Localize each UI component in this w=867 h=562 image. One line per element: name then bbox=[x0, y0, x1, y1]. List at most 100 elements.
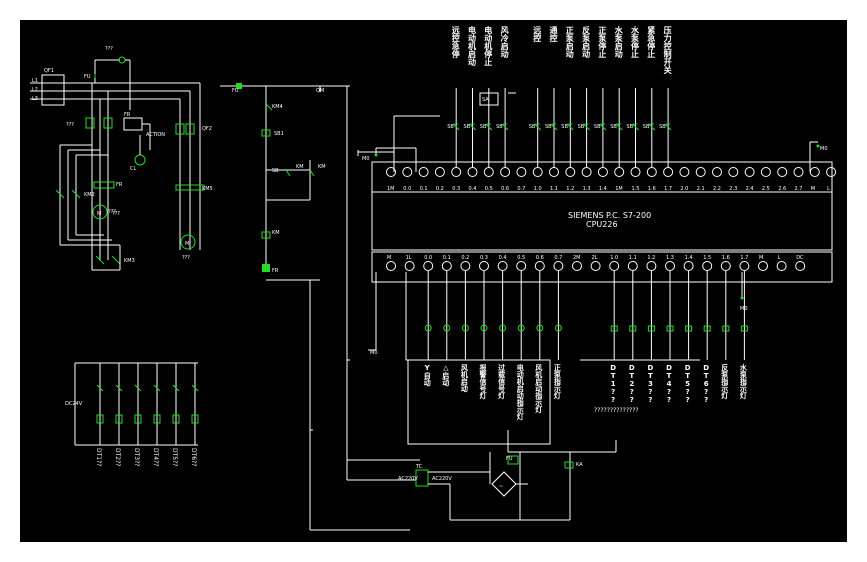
cad-canvas: QF1 L1 L2 L3 ??? FU ??? FR M ??? bbox=[20, 20, 847, 542]
input-terminal bbox=[581, 167, 592, 177]
output-terminal bbox=[386, 261, 396, 271]
output-terminal-label: L bbox=[778, 255, 781, 261]
input-terminal bbox=[760, 167, 771, 177]
input-terminal bbox=[532, 167, 543, 177]
svg-text:SB: SB bbox=[594, 124, 601, 130]
svg-text:SB1: SB1 bbox=[274, 131, 284, 137]
output-terminal bbox=[795, 261, 806, 271]
valve-label: DT1?? bbox=[95, 448, 102, 467]
input-terminal-label: 1.2 bbox=[566, 186, 574, 192]
output-terminal-label: 1.6 bbox=[722, 255, 730, 261]
input-label: 水泵停止 bbox=[630, 26, 640, 58]
output-terminal bbox=[627, 261, 638, 271]
input-terminal-label: 2.5 bbox=[762, 186, 770, 192]
output-label: DT4?? bbox=[665, 364, 673, 404]
svg-text:SB: SB bbox=[464, 124, 471, 130]
svg-text:M: M bbox=[185, 241, 189, 247]
output-terminal-label: 1.7 bbox=[740, 255, 748, 261]
input-terminal bbox=[793, 167, 804, 177]
output-terminal bbox=[702, 261, 713, 271]
output-terminal bbox=[590, 261, 601, 271]
svg-text:SB: SB bbox=[659, 124, 666, 130]
valve-coil bbox=[134, 414, 142, 424]
input-terminal bbox=[483, 167, 494, 177]
input-terminal bbox=[663, 167, 674, 177]
svg-text:KM: KM bbox=[296, 164, 304, 170]
output-terminal bbox=[534, 261, 545, 271]
input-terminal-label: 0.3 bbox=[452, 186, 460, 192]
svg-text:DC24V: DC24V bbox=[65, 401, 83, 407]
output-label: 水泵指示灯 bbox=[739, 364, 748, 399]
output-terminal bbox=[609, 261, 620, 271]
control-circuit: FU KM4 SB1 SB KM KM KM FR QM bbox=[220, 83, 420, 531]
svg-text:SB: SB bbox=[610, 124, 617, 130]
input-terminal-label: 0.4 bbox=[469, 186, 477, 192]
svg-text:QF2: QF2 bbox=[202, 126, 212, 132]
output-terminal bbox=[665, 261, 675, 271]
output-terminal bbox=[720, 261, 731, 271]
svg-text:SB: SB bbox=[627, 124, 634, 130]
output-terminal bbox=[479, 261, 489, 271]
qf1-label: QF1 bbox=[44, 68, 54, 74]
l1-label: L1 bbox=[32, 78, 38, 84]
valve-label: DT2?? bbox=[114, 448, 121, 467]
valve-contact bbox=[191, 384, 199, 392]
output-terminal-label: 0.0 bbox=[424, 255, 432, 261]
output-label: 正泵指示灯 bbox=[553, 364, 562, 399]
svg-text:FR: FR bbox=[124, 112, 131, 118]
km3-label: KM3 bbox=[124, 258, 135, 264]
svg-text:SA: SA bbox=[482, 97, 489, 103]
output-terminal-label: 0.4 bbox=[499, 255, 507, 261]
svg-text:SB: SB bbox=[545, 124, 552, 130]
motor-1-circle bbox=[92, 204, 108, 220]
input-terminal bbox=[728, 167, 739, 177]
output-label: Y自动 bbox=[423, 364, 432, 386]
input-terminal bbox=[809, 167, 820, 177]
motor-1-label: ??? bbox=[108, 209, 116, 215]
svg-text:SB: SB bbox=[561, 124, 568, 130]
svg-text:~: ~ bbox=[499, 484, 503, 490]
output-label-box bbox=[407, 359, 551, 445]
output-label: DT3?? bbox=[646, 364, 655, 404]
output-terminal-label: 1.3 bbox=[666, 255, 674, 261]
valve-coil bbox=[115, 414, 123, 424]
input-terminal-label: 1.5 bbox=[632, 186, 640, 192]
km4-label: KM4 bbox=[272, 104, 283, 110]
svg-text:FU: FU bbox=[84, 74, 91, 80]
output-terminal-label: 0.2 bbox=[461, 255, 469, 261]
svg-text:KM: KM bbox=[318, 164, 326, 170]
output-label: DT1?? bbox=[609, 364, 618, 404]
input-label: 风冷启动 bbox=[500, 26, 510, 58]
input-terminal bbox=[614, 167, 625, 177]
input-terminal-label: 2.7 bbox=[795, 186, 803, 192]
input-label: 紧急停止 bbox=[646, 26, 656, 58]
output-terminal bbox=[776, 261, 787, 271]
input-terminal-label: 0.0 bbox=[403, 186, 411, 192]
valve-coil bbox=[96, 414, 104, 424]
output-terminal-label: 0.7 bbox=[554, 255, 562, 261]
input-terminal-label: 0.5 bbox=[485, 186, 493, 192]
output-terminal-label: 0.5 bbox=[517, 255, 525, 261]
input-terminal bbox=[826, 167, 837, 177]
svg-text:SB: SB bbox=[480, 124, 487, 130]
svg-text:SB: SB bbox=[578, 124, 585, 130]
svg-text:KM: KM bbox=[272, 230, 280, 236]
input-terminal bbox=[549, 167, 559, 177]
input-label: 电动机停止 bbox=[483, 26, 493, 66]
fu-label: FU bbox=[232, 88, 239, 94]
valve-label: DT5?? bbox=[171, 448, 178, 467]
input-terminal-label: 1.1 bbox=[550, 186, 558, 192]
input-terminal bbox=[679, 167, 690, 177]
input-label: 正泵启动 bbox=[565, 26, 575, 58]
input-terminal-label: 1.4 bbox=[599, 186, 607, 192]
output-terminal bbox=[739, 261, 750, 271]
valve-coil bbox=[153, 414, 161, 424]
valve-label: DT6?? bbox=[190, 448, 197, 467]
input-terminal-label: 1.0 bbox=[534, 186, 542, 192]
output-terminal bbox=[441, 261, 452, 271]
output-terminal bbox=[460, 261, 471, 271]
output-terminal bbox=[423, 261, 434, 271]
output-terminal-label: DC bbox=[796, 255, 804, 261]
schematic-svg: QF1 L1 L2 L3 ??? FU ??? FR M ??? bbox=[30, 46, 837, 531]
